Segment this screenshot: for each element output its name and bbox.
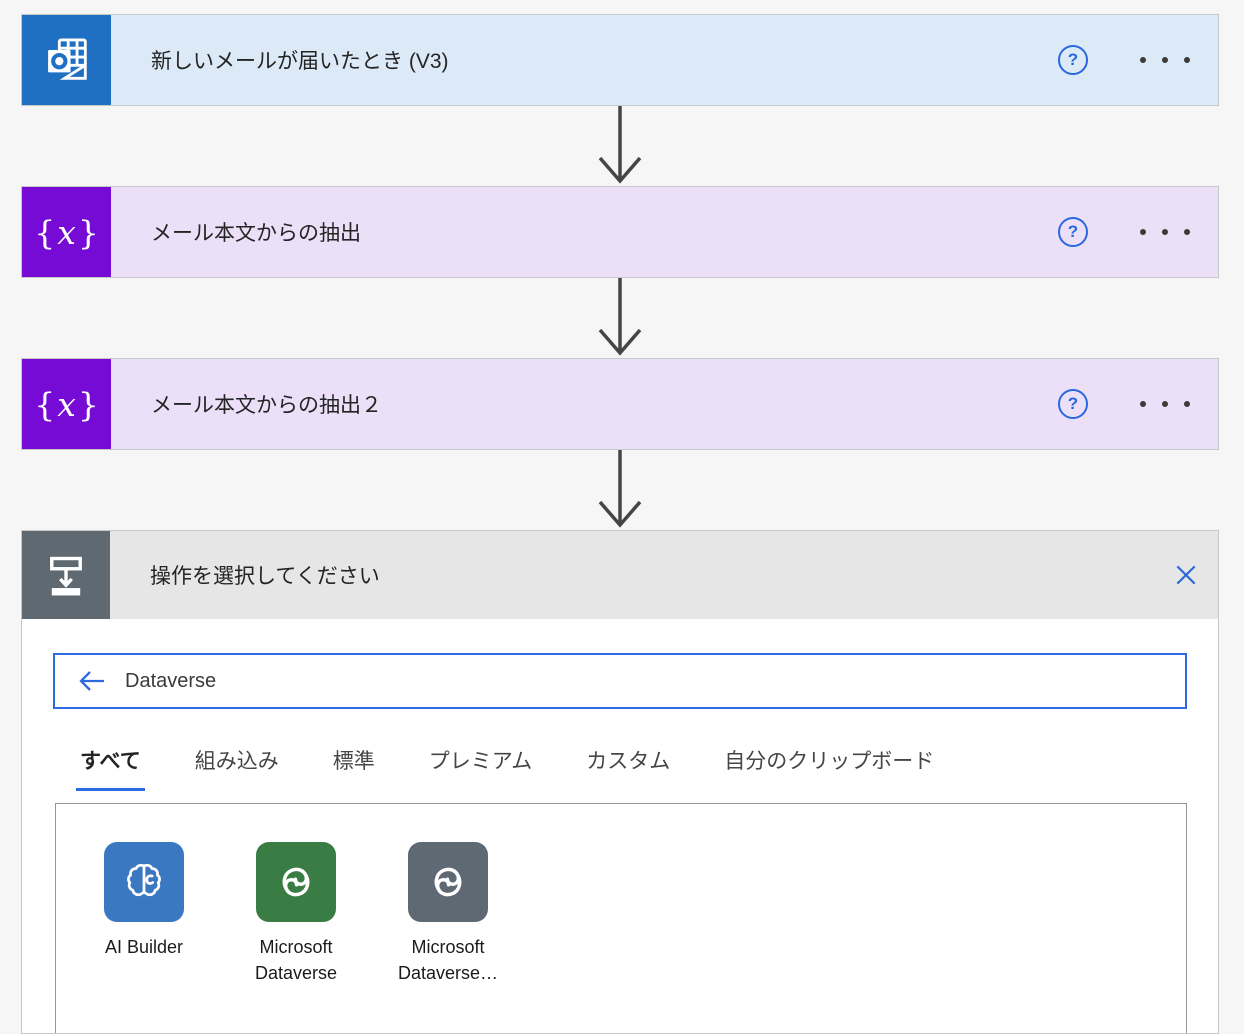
connector-label: AI Builder xyxy=(104,937,184,957)
close-icon[interactable] xyxy=(1172,531,1218,619)
choose-action-icon xyxy=(22,531,110,619)
step-card-body: メール本文からの抽出２ xyxy=(111,359,1058,449)
tab-my-clipboard[interactable]: 自分のクリップボード xyxy=(724,750,935,773)
search-box xyxy=(53,653,1187,709)
tab-built-in[interactable]: 組み込み xyxy=(194,750,279,773)
connector-ai-builder[interactable]: AI Builder xyxy=(68,842,220,986)
dataverse-logo-icon xyxy=(256,842,336,922)
action-picker-titlebar: 操作を選択してください xyxy=(110,531,1172,619)
action-picker-header: 操作を選択してください xyxy=(22,531,1218,619)
help-glyph: ? xyxy=(1067,50,1079,69)
back-arrow-icon[interactable] xyxy=(75,665,109,697)
expression-icon: {x} xyxy=(22,187,111,277)
step-title: 新しいメールが届いたとき (V3) xyxy=(151,50,449,73)
connector-microsoft-dataverse-legacy[interactable]: Microsoft Dataverse… xyxy=(372,842,524,986)
flow-designer: 新しいメールが届いたとき (V3) ? {x} メール本文からの抽出 ? {x} xyxy=(21,14,1219,1034)
step-menu-button[interactable] xyxy=(1138,223,1192,241)
step-card-compose-1[interactable]: {x} メール本文からの抽出 ? xyxy=(21,186,1219,278)
connector-results: AI Builder Microsoft Dataverse xyxy=(55,803,1187,1033)
expression-icon: {x} xyxy=(22,359,111,449)
tab-all[interactable]: すべて xyxy=(76,745,145,791)
step-menu-button[interactable] xyxy=(1138,51,1192,69)
step-card-body: 新しいメールが届いたとき (V3) xyxy=(111,15,1058,105)
tab-premium[interactable]: プレミアム xyxy=(428,750,533,773)
step-card-body: メール本文からの抽出 xyxy=(111,187,1058,277)
flow-connector-arrow xyxy=(21,106,1219,186)
connector-microsoft-dataverse[interactable]: Microsoft Dataverse xyxy=(220,842,372,986)
connector-label: Microsoft Dataverse… xyxy=(397,937,499,984)
connector-label: Microsoft Dataverse xyxy=(254,937,338,984)
step-card-controls: ? xyxy=(1058,187,1218,277)
help-button[interactable]: ? xyxy=(1058,389,1088,419)
step-card-controls: ? xyxy=(1058,359,1218,449)
ai-builder-brain-icon xyxy=(104,842,184,922)
tab-standard[interactable]: 標準 xyxy=(332,750,375,773)
flow-connector-arrow xyxy=(21,278,1219,358)
search-input[interactable] xyxy=(125,669,1169,693)
step-title: メール本文からの抽出 xyxy=(151,222,361,245)
action-picker-panel: 操作を選択してください すべて 組み込み 標準 プレミアム カスタム 自 xyxy=(21,530,1219,1034)
connector-filter-tabs: すべて 組み込み 標準 プレミアム カスタム 自分のクリップボード xyxy=(76,745,1218,791)
step-title: メール本文からの抽出２ xyxy=(151,394,382,417)
help-button[interactable]: ? xyxy=(1058,45,1088,75)
search-row xyxy=(53,653,1187,709)
tab-custom[interactable]: カスタム xyxy=(586,750,671,773)
step-menu-button[interactable] xyxy=(1138,395,1192,413)
dataverse-logo-icon xyxy=(408,842,488,922)
step-card-controls: ? xyxy=(1058,15,1218,105)
help-glyph: ? xyxy=(1067,222,1079,241)
outlook-icon xyxy=(22,15,111,105)
step-card-compose-2[interactable]: {x} メール本文からの抽出２ ? xyxy=(21,358,1219,450)
help-button[interactable]: ? xyxy=(1058,217,1088,247)
flow-connector-arrow xyxy=(21,450,1219,530)
help-glyph: ? xyxy=(1067,394,1079,413)
action-picker-title: 操作を選択してください xyxy=(150,565,380,588)
step-card-outlook-trigger[interactable]: 新しいメールが届いたとき (V3) ? xyxy=(21,14,1219,106)
